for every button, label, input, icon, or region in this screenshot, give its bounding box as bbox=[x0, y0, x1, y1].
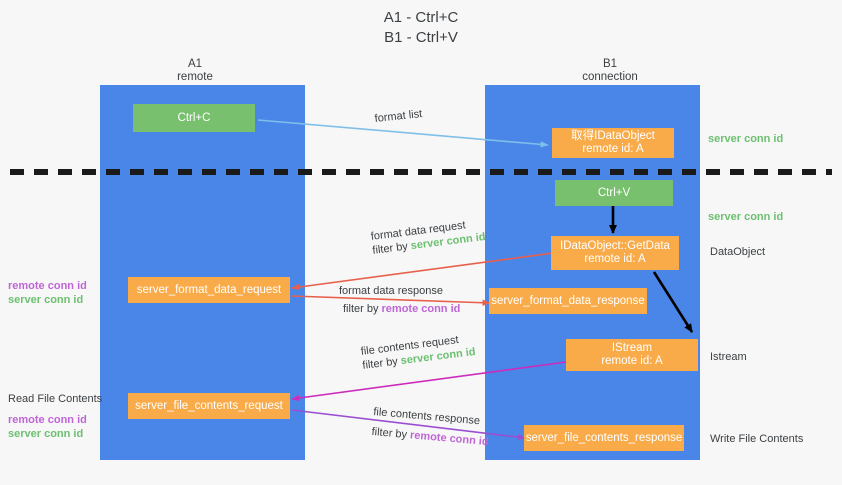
node-ctrl-v-label: Ctrl+V bbox=[597, 186, 631, 199]
edge-label-format-list: format list bbox=[374, 107, 423, 126]
node-server-format-data-request[interactable]: server_format_data_request bbox=[128, 277, 290, 303]
node-istream-line2: remote id: A bbox=[601, 355, 663, 367]
edge-label-format-data-response: format data response filter by remote co… bbox=[339, 284, 460, 316]
node-server-file-contents-request-label: server_file_contents_request bbox=[135, 399, 283, 412]
filter-token-remote-conn-id: remote conn id bbox=[381, 303, 461, 315]
title-line-1: A1 - Ctrl+C bbox=[383, 9, 459, 26]
node-server-file-contents-response-label: server_file_contents_response bbox=[525, 431, 683, 444]
edge-label-format-data-request: format data request filter by server con… bbox=[370, 216, 486, 258]
node-idataobject-line1: 取得IDataObject bbox=[571, 130, 655, 142]
edge-label-format-data-response-line1: format data response bbox=[339, 285, 443, 297]
node-idataobject-line2: remote id: A bbox=[582, 143, 644, 155]
annotation-right-server-conn-id-2: server conn id bbox=[708, 211, 784, 223]
lane-header-b1: B1 connection bbox=[540, 58, 680, 84]
node-server-format-data-response[interactable]: server_format_data_response bbox=[489, 288, 647, 314]
edge-label-file-contents-response: file contents response filter by remote … bbox=[371, 405, 491, 449]
lane-header-b1-sub: connection bbox=[582, 71, 638, 83]
filter-prefix: filter by bbox=[371, 240, 412, 257]
filter-prefix: filter by bbox=[371, 425, 411, 442]
annotation-left-server-conn-id-2: server conn id bbox=[8, 428, 84, 440]
lane-header-b1-name: B1 bbox=[602, 58, 618, 70]
annotation-left-server-conn-id-1: server conn id bbox=[8, 294, 84, 306]
edge-label-file-contents-response-filter: filter by remote conn id bbox=[371, 425, 489, 449]
page-title: A1 - Ctrl+C B1 - Ctrl+V bbox=[0, 8, 842, 48]
lane-header-a1-sub: remote bbox=[177, 71, 213, 83]
node-server-file-contents-request[interactable]: server_file_contents_request bbox=[128, 393, 290, 419]
node-idataobject[interactable]: 取得IDataObject remote id: A bbox=[552, 128, 674, 158]
edge-label-file-contents-request: file contents request filter by server c… bbox=[360, 331, 476, 373]
annotation-right-write-file-contents: Write File Contents bbox=[710, 433, 804, 445]
title-line-2: B1 - Ctrl+V bbox=[384, 29, 458, 46]
lane-header-a1-name: A1 bbox=[187, 58, 203, 70]
node-idataobject-getdata[interactable]: IDataObject::GetData remote id: A bbox=[551, 236, 679, 270]
node-ctrl-c[interactable]: Ctrl+C bbox=[133, 104, 255, 132]
lane-header-a1: A1 remote bbox=[130, 58, 260, 84]
node-idataobject-getdata-line2: remote id: A bbox=[584, 253, 646, 265]
annotation-right-istream: Istream bbox=[710, 351, 747, 363]
annotation-left-remote-conn-id-1: remote conn id bbox=[8, 280, 87, 292]
node-ctrl-v[interactable]: Ctrl+V bbox=[555, 180, 673, 206]
annotation-left-remote-conn-id-2: remote conn id bbox=[8, 414, 87, 426]
node-istream[interactable]: IStream remote id: A bbox=[566, 339, 698, 371]
edge-label-format-list-text: format list bbox=[374, 108, 423, 125]
node-server-format-data-response-label: server_format_data_response bbox=[491, 294, 645, 307]
filter-prefix: filter by bbox=[343, 303, 382, 315]
annotation-right-dataobject: DataObject bbox=[710, 246, 766, 258]
filter-token-remote-conn-id: remote conn id bbox=[409, 429, 490, 449]
annotation-right-server-conn-id-1: server conn id bbox=[708, 133, 784, 145]
node-istream-line1: IStream bbox=[611, 342, 653, 354]
node-idataobject-getdata-line1: IDataObject::GetData bbox=[560, 240, 670, 252]
annotation-left-read-file-contents: Read File Contents bbox=[8, 393, 103, 405]
edge-label-format-data-response-filter: filter by remote conn id bbox=[343, 302, 460, 316]
filter-prefix: filter by bbox=[361, 355, 402, 372]
node-ctrl-c-label: Ctrl+C bbox=[177, 111, 211, 124]
node-server-format-data-request-label: server_format_data_request bbox=[136, 283, 282, 296]
node-server-file-contents-response[interactable]: server_file_contents_response bbox=[524, 425, 684, 451]
